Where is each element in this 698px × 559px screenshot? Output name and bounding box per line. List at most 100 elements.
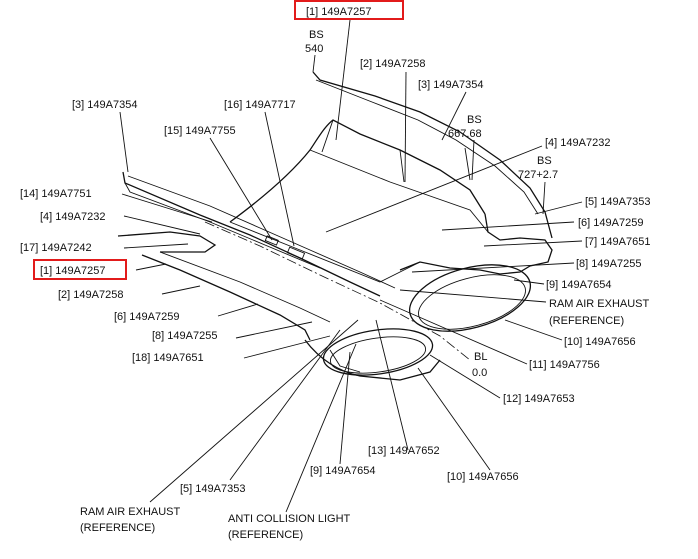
- leader-l18: [243, 335, 331, 359]
- leader-l10-bottom: [417, 367, 491, 471]
- panel-divider-1: [321, 119, 334, 153]
- skin-top-edge-inner: [315, 79, 539, 215]
- leader-ram-right: [399, 289, 547, 303]
- callout-l5-right: [5] 149A7353: [585, 196, 650, 208]
- lower-bottom-curve: [304, 339, 441, 381]
- callout-l7: [7] 149A7651: [585, 236, 650, 248]
- callout-l3-left: [3] 149A7354: [72, 99, 137, 111]
- callout-l15: [15] 149A7755: [164, 125, 236, 137]
- left-strip-inner: [127, 175, 396, 289]
- callout-l13: [13] 149A7652: [368, 445, 440, 457]
- leader-l4-right: [325, 145, 543, 233]
- leader-l5-right: [534, 201, 583, 215]
- callout-l1-left: [1] 149A7257: [40, 265, 105, 277]
- bl-line1: BL: [474, 351, 487, 363]
- leader-ram-bottom: [149, 319, 359, 503]
- leader-l16: [264, 111, 295, 247]
- callout-l10-bottom: [10] 149A7656: [447, 471, 519, 483]
- leader-l17: [123, 243, 189, 249]
- callout-l6-left: [6] 149A7259: [114, 311, 179, 323]
- leader-l1-left: [135, 263, 167, 271]
- leader-l3-right: [441, 91, 467, 141]
- bs540-line2: 540: [305, 43, 323, 55]
- callout-l5-bottom: [5] 149A7353: [180, 483, 245, 495]
- callout-l4-right: [4] 149A7232: [545, 137, 610, 149]
- callout-l2-top: [2] 149A7258: [360, 58, 425, 70]
- callout-l9-bottom: [9] 149A7654: [310, 465, 375, 477]
- centerline-bl0: [204, 221, 471, 361]
- station-labels: BS 540 BS 667.68 BS 727+2.7 BL 0.0: [305, 29, 558, 379]
- left-strip-outer: [122, 171, 381, 297]
- bs727-line1: BS: [537, 155, 552, 167]
- callout-l12: [12] 149A7653: [503, 393, 575, 405]
- leader-l11: [379, 299, 528, 365]
- leader-bs540: [312, 54, 316, 73]
- callout-l14: [14] 149A7751: [20, 188, 92, 200]
- bl-line2: 0.0: [472, 367, 487, 379]
- lower-left-panel-edge-3: [159, 251, 331, 323]
- leader-anti: [285, 343, 357, 513]
- leader-l8-right: [411, 262, 575, 273]
- highlight-box-top: [294, 0, 404, 20]
- skin-top-edge: [312, 71, 553, 239]
- callout-l4-left: [4] 149A7232: [40, 211, 105, 223]
- leader-l6-right: [441, 221, 575, 231]
- callout-l1-top: [1] 149A7257: [306, 6, 371, 18]
- anti-line1: ANTI COLLISION LIGHT: [228, 513, 351, 525]
- ram-right-line2: (REFERENCE): [549, 315, 624, 327]
- leader-l9-right: [513, 279, 545, 285]
- callout-l11: [11] 149A7756: [529, 359, 600, 371]
- leader-l5-bottom: [229, 329, 341, 481]
- ram-air-exhaust-right-inner: [418, 274, 526, 330]
- callout-l17: [17] 149A7242: [20, 242, 92, 254]
- leader-l8-left: [235, 321, 313, 339]
- part-marker-16: [286, 246, 306, 260]
- callout-l6-right: [6] 149A7259: [578, 217, 643, 229]
- lower-left-panel-edge-2: [141, 254, 311, 341]
- right-contour: [399, 213, 553, 275]
- leader-l7: [483, 240, 583, 247]
- ram-right-line1: RAM AIR EXHAUST: [549, 298, 650, 310]
- anti-line2: (REFERENCE): [228, 529, 303, 541]
- ram-bottom-line1: RAM AIR EXHAUST: [80, 506, 181, 518]
- anti-collision-light-inner: [329, 336, 427, 374]
- leader-l12: [429, 354, 501, 399]
- leader-l2-top: [404, 71, 407, 183]
- bs667-line2: 667.68: [448, 128, 482, 140]
- callout-l3-right: [3] 149A7354: [418, 79, 483, 91]
- leader-l1-top: [335, 19, 351, 141]
- leader-bs727: [542, 181, 546, 215]
- callout-l8-right: [8] 149A7255: [576, 258, 641, 270]
- leader-l4-left: [123, 215, 201, 235]
- bs667-line1: BS: [467, 114, 482, 126]
- leader-lines: [119, 19, 583, 513]
- callout-l16: [16] 149A7717: [224, 99, 296, 111]
- highlights: [33, 0, 404, 280]
- callout-l18: [18] 149A7651: [132, 352, 204, 364]
- leader-l3-left: [119, 111, 129, 173]
- lower-left-panel-edge: [117, 231, 217, 253]
- leader-l14: [121, 193, 213, 223]
- callout-l2-left: [2] 149A7258: [58, 289, 123, 301]
- lower-bottom-curve-2: [329, 349, 361, 373]
- bs540-line1: BS: [309, 29, 324, 41]
- panel-divider-4: [309, 149, 489, 233]
- bs727-line2: 727+2.7: [518, 169, 558, 181]
- panel-divider-2: [399, 149, 405, 183]
- leader-l15: [209, 137, 273, 241]
- leader-l2-left: [161, 285, 201, 295]
- panel-divider-5: [229, 221, 421, 283]
- leader-l6-left: [217, 303, 259, 317]
- leader-l13: [375, 319, 409, 451]
- left-strip-lower: [124, 182, 321, 269]
- ram-bottom-line2: (REFERENCE): [80, 522, 155, 534]
- callout-l8-left: [8] 149A7255: [152, 330, 217, 342]
- leader-l10-right: [504, 319, 563, 341]
- callout-l10-right: [10] 149A7656: [564, 336, 636, 348]
- anti-collision-light-outline: [322, 328, 434, 376]
- part-callouts: [1] 149A7257 [2] 149A7258 [3] 149A7354 […: [20, 6, 650, 541]
- leader-l9-bottom: [339, 351, 351, 465]
- highlight-box-left: [33, 259, 127, 280]
- callout-l9-right: [9] 149A7654: [546, 279, 611, 291]
